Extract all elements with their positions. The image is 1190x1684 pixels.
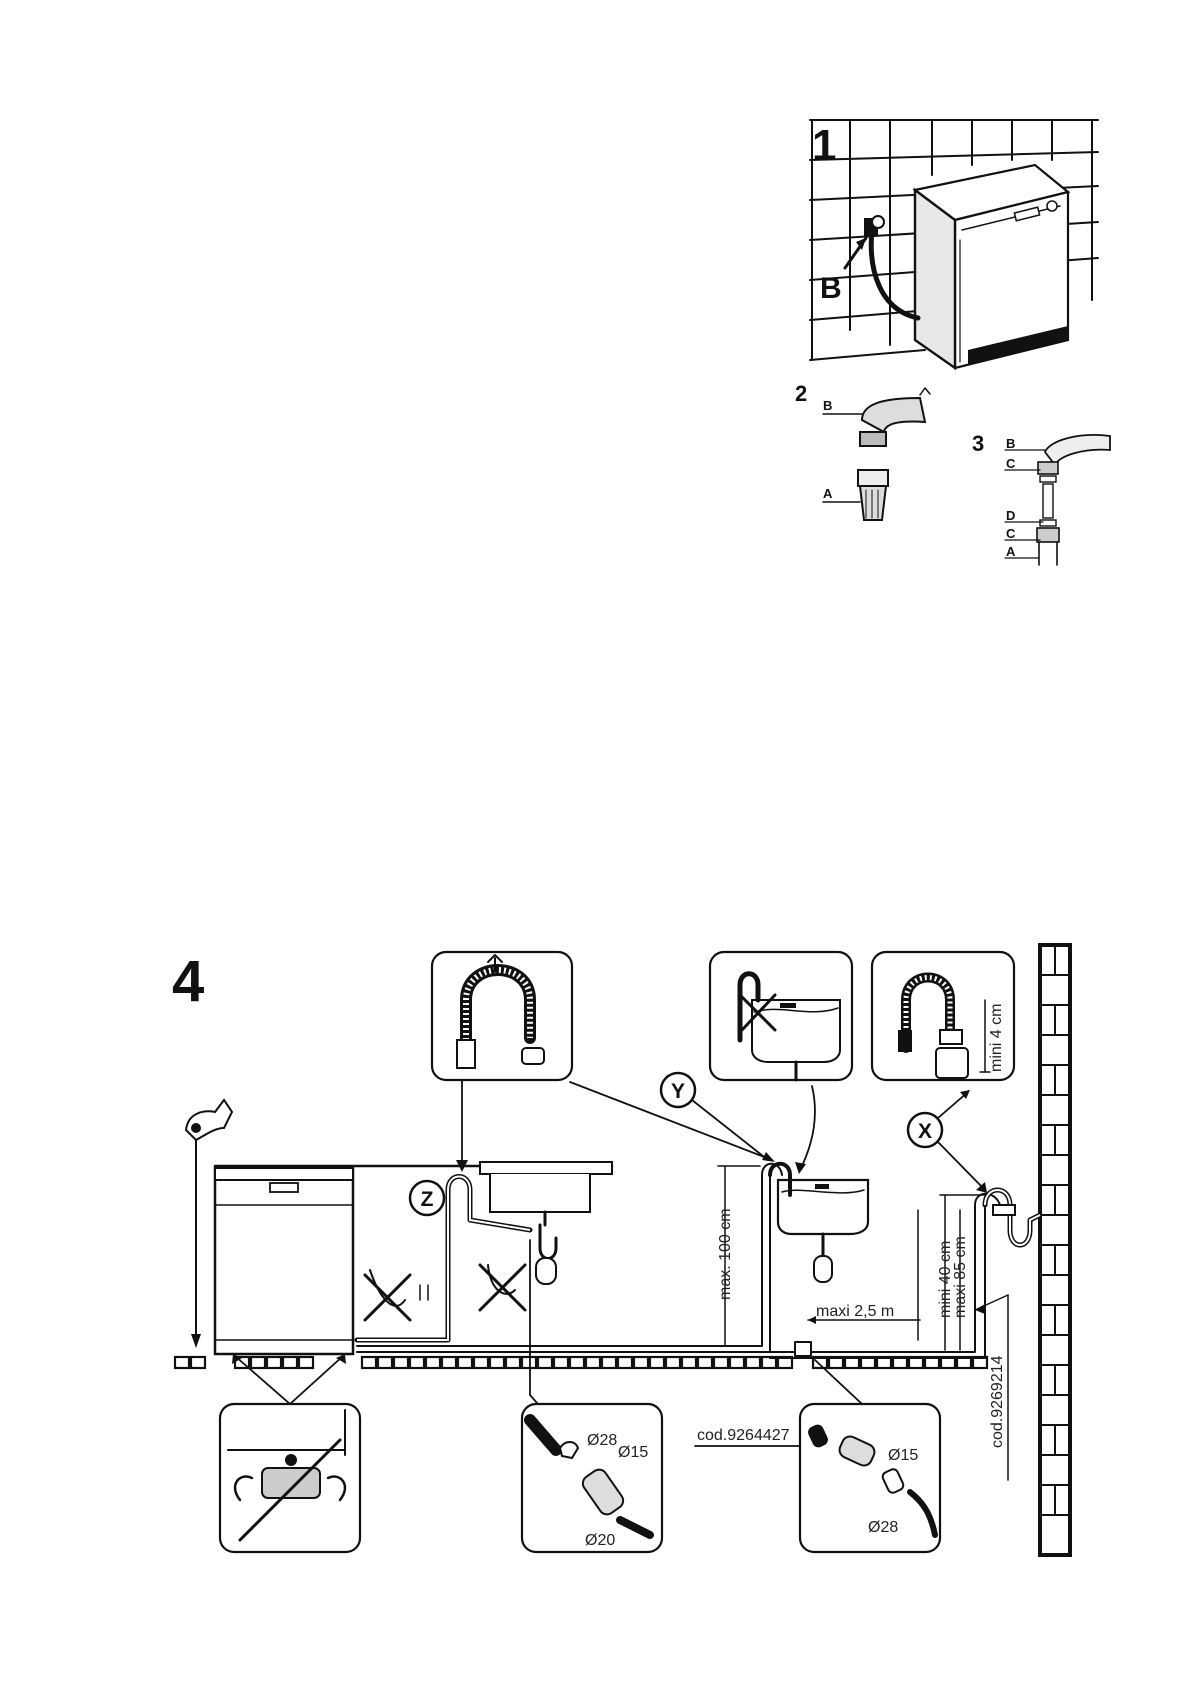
kitchen-sink <box>479 1161 613 1285</box>
svg-text:Z: Z <box>421 1188 434 1211</box>
svg-text:X: X <box>918 1120 932 1143</box>
floor-tile <box>265 1355 283 1370</box>
floor-tile <box>297 1355 315 1370</box>
floor-tile <box>552 1355 570 1370</box>
floor-tile <box>504 1355 522 1370</box>
floor-tile <box>680 1355 698 1370</box>
marker-x: X <box>906 1111 944 1149</box>
figure-2-hose-to-tap: 2 B A <box>795 381 931 521</box>
inset-sink-hook <box>708 950 854 1082</box>
adapter-label-b: B <box>1006 436 1015 451</box>
floor-tiles <box>173 1355 989 1370</box>
diameter-20: Ø20 <box>585 1532 615 1549</box>
figure-3-adapter-assembly: 3 B C D C A <box>972 431 1111 566</box>
floor-tile <box>472 1355 490 1370</box>
floor-tile <box>648 1355 666 1370</box>
diameter-28-right: Ø28 <box>868 1519 898 1536</box>
spout-label-b: B <box>823 398 832 413</box>
wall-siphon-x <box>982 1187 1043 1248</box>
floor-tile <box>249 1355 267 1370</box>
floor-tile <box>173 1355 191 1370</box>
floor-tile <box>760 1355 778 1370</box>
diameter-15-right: Ø15 <box>888 1447 918 1464</box>
callout-arrows <box>232 1079 987 1452</box>
inset-siphon-adapter: Ø15 Ø28 <box>798 1402 942 1554</box>
floor-tile <box>568 1355 586 1370</box>
inset-siphon-height: mini 4 cm <box>870 950 1016 1082</box>
floor-tile <box>600 1355 618 1370</box>
diameter-28-left: Ø28 <box>587 1432 617 1449</box>
svg-text:Y: Y <box>671 1080 685 1103</box>
floor-drain-pipes <box>356 1162 1001 1359</box>
floor-tile <box>376 1355 394 1370</box>
figure-3-number: 3 <box>972 431 984 456</box>
floor-tile <box>520 1355 538 1370</box>
prohibited-hose-routing <box>363 1263 527 1322</box>
adapter-label-a: A <box>1006 544 1016 559</box>
diameter-15-left: Ø15 <box>618 1444 648 1461</box>
floor-tile <box>744 1355 762 1370</box>
figure-4-number: 4 <box>172 949 204 1014</box>
floor-tile <box>728 1355 746 1370</box>
figure-2-number: 2 <box>795 381 807 406</box>
floor-tile <box>189 1355 207 1370</box>
adapter-label-c-bottom: C <box>1006 526 1016 541</box>
floor-tile <box>408 1355 426 1370</box>
marker-y: Y <box>659 1071 697 1109</box>
floor-tile <box>488 1355 506 1370</box>
dimension-max-100-cm: max. 100 cm <box>717 1208 734 1300</box>
adapter-label-c-top: C <box>1006 456 1016 471</box>
dimension-maxi-85-cm: maxi 85 cm <box>952 1236 969 1318</box>
floor-tile <box>424 1355 442 1370</box>
floor-tile <box>664 1355 682 1370</box>
adapter-stack-illustration <box>1036 434 1111 566</box>
dimension-lines <box>717 1165 1009 1481</box>
code-9264427: cod.9264427 <box>697 1427 790 1444</box>
floor-tile <box>584 1355 602 1370</box>
floor-tile <box>360 1355 378 1370</box>
floor-tile <box>712 1355 730 1370</box>
hose-label-a: A <box>823 486 833 501</box>
dishwasher-illustration <box>912 163 1071 371</box>
dimension-mini-4-cm: mini 4 cm <box>988 1004 1005 1072</box>
floor-tile <box>456 1355 474 1370</box>
dimension-mini-40-cm: mini 40 cm <box>937 1241 954 1318</box>
inset-drain-adapter: Ø28 Ø15 Ø20 <box>520 1402 664 1554</box>
inset-foot-adjustment <box>218 1402 362 1554</box>
tap-label-b: B <box>820 272 842 305</box>
dishwasher-front-view <box>213 1166 355 1356</box>
floor-tile <box>536 1355 554 1370</box>
brick-wall <box>1038 943 1072 1557</box>
floor-tile <box>392 1355 410 1370</box>
figure-4-drain-installation: 4 <box>172 943 1072 1557</box>
dimension-maxi-2-5-m: maxi 2,5 m <box>816 1303 894 1320</box>
utility-sink-y <box>768 1161 870 1283</box>
floor-tile <box>440 1355 458 1370</box>
floor-tile <box>696 1355 714 1370</box>
inset-u-bend-hose <box>430 950 574 1082</box>
hose-end-illustration <box>857 469 889 521</box>
adapter-label-d: D <box>1006 508 1015 523</box>
code-9269214: cod.9269214 <box>989 1355 1006 1448</box>
tap-and-hose <box>843 215 921 321</box>
floor-tile <box>281 1355 299 1370</box>
water-inlet-tap <box>184 1098 234 1348</box>
tap-spout-illustration <box>859 387 931 447</box>
figure-1-water-tap-connection: 1 B <box>809 119 1099 371</box>
floor-tile <box>616 1355 634 1370</box>
floor-tile <box>632 1355 650 1370</box>
figure-1-number: 1 <box>812 121 836 170</box>
marker-z: Z <box>408 1179 446 1217</box>
